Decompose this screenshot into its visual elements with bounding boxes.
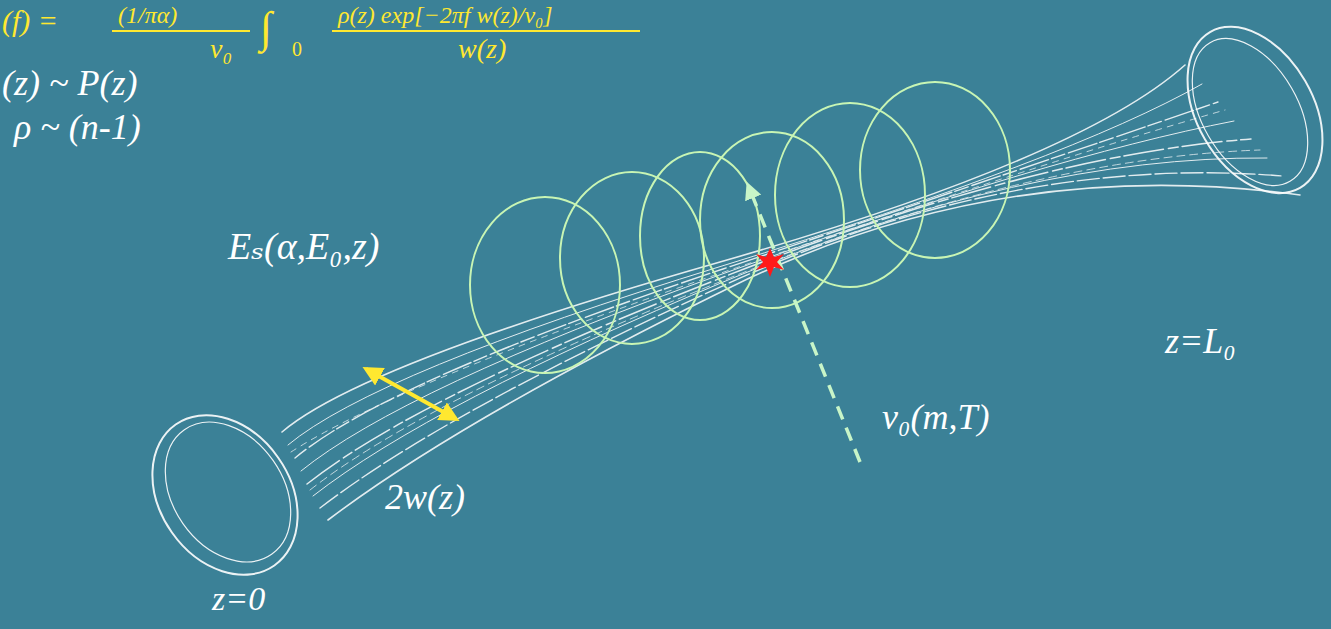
entrance-ring — [122, 387, 327, 602]
velocity-arrow — [748, 185, 860, 462]
formula-denominator: v₀ — [210, 34, 232, 65]
velocity-label: v₀(m,T) — [882, 398, 990, 438]
width-arrow — [366, 369, 456, 419]
position-label: z=0 — [212, 580, 265, 617]
formula-text: (f) = — [2, 4, 58, 37]
integral-sign: ∫ — [260, 4, 272, 52]
fraction-bar — [112, 30, 250, 32]
formula-denominator: w(z) — [458, 34, 506, 65]
scattering-circles — [470, 82, 1010, 373]
integral-limit: 0 — [292, 38, 302, 60]
position-label: z=L₀ — [1165, 322, 1236, 362]
scatterer-star — [756, 248, 784, 277]
formula-numerator: (1/πα) — [118, 2, 177, 28]
formula-numerator: ρ(z) exp[−2πf w(z)/v₀] — [338, 2, 553, 28]
fraction-bar — [332, 30, 640, 32]
width-label: 2w(z) — [385, 478, 465, 518]
field-label: Eₛ(α,E₀,z) — [228, 226, 379, 268]
beam-strands — [282, 65, 1300, 520]
relation-text: (z) ~ P(z) — [2, 64, 137, 104]
relation-text: ρ ~ (n-1) — [14, 108, 141, 148]
